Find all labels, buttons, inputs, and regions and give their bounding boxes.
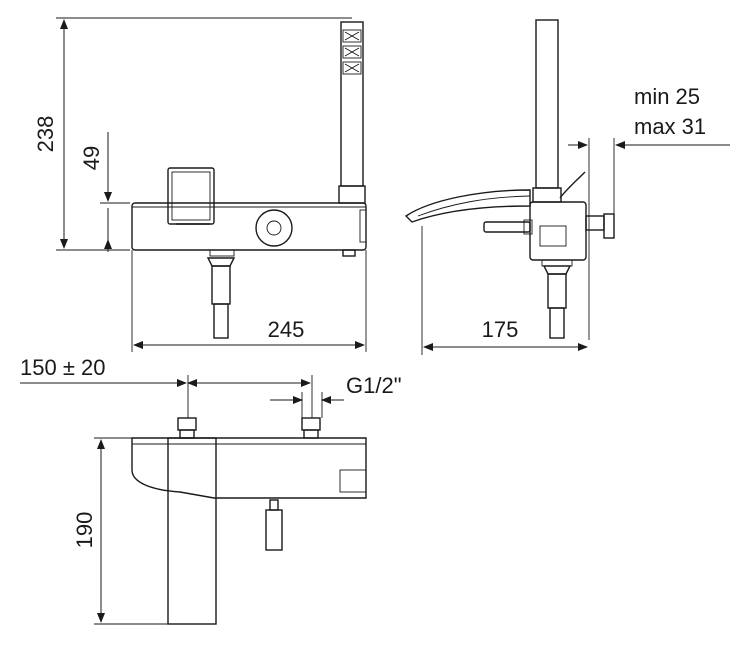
diverter-knob xyxy=(167,167,215,225)
thermostat-dial-center xyxy=(266,220,282,236)
side-outlet-spout xyxy=(549,307,565,339)
hand-shower-handle xyxy=(340,21,364,187)
connector-left-nut xyxy=(177,417,197,431)
shower-spray-hatch xyxy=(344,31,360,73)
shower-spray-1 xyxy=(342,29,362,43)
side-shower-holder xyxy=(532,187,562,203)
spout-nut xyxy=(209,249,235,257)
dim-max-label: max 31 xyxy=(634,114,706,139)
side-outlet-nut xyxy=(541,259,573,267)
top-lever xyxy=(265,509,283,551)
side-mixer-body xyxy=(529,201,587,261)
side-outlet-flare xyxy=(542,265,572,275)
diverter-knob-inner xyxy=(171,171,211,221)
shower-spray-2 xyxy=(342,45,362,59)
mixer-body xyxy=(131,202,367,251)
shower-holder xyxy=(338,185,366,204)
dim-190-label: 190 xyxy=(72,512,97,549)
top-shower xyxy=(167,437,217,625)
side-spout xyxy=(404,189,531,223)
thread-label: G1/2" xyxy=(346,373,402,398)
top-side-cap xyxy=(339,469,367,493)
dim-175-label: 175 xyxy=(482,317,519,342)
top-mixer-body xyxy=(131,437,367,499)
spout-flare xyxy=(206,257,236,267)
side-spout-inner xyxy=(417,195,531,217)
spout-outlet xyxy=(213,303,229,339)
mixer-foot xyxy=(342,249,356,257)
dim-245-label: 245 xyxy=(268,317,305,342)
shower-spray-3 xyxy=(342,61,362,75)
top-view: 150 ± 20 G1/2" 190 xyxy=(20,355,402,625)
side-lever xyxy=(483,221,531,233)
connector-right-nut xyxy=(301,417,321,431)
dim-49-label: 49 xyxy=(79,146,104,170)
side-wall-plate xyxy=(603,213,615,239)
connector-left-pipe xyxy=(179,429,195,439)
side-view: min 25 max 31 175 xyxy=(404,19,730,355)
dim-150-label: 150 ± 20 xyxy=(20,355,105,380)
side-lever-base xyxy=(523,219,533,235)
mixer-side-cap xyxy=(359,209,367,243)
side-shower-tip xyxy=(559,171,586,199)
side-shower-handle xyxy=(535,19,559,189)
connector-right-pipe xyxy=(303,429,319,439)
dim-238-label: 238 xyxy=(33,116,58,153)
dim-min-label: min 25 xyxy=(634,84,700,109)
side-mixer-detail xyxy=(539,225,567,247)
side-outlet-tube xyxy=(547,273,567,309)
front-view: 238 49 245 xyxy=(33,17,367,352)
spout-tube xyxy=(211,265,231,305)
thermostat-dial xyxy=(255,209,293,247)
top-lever-base xyxy=(269,499,279,511)
